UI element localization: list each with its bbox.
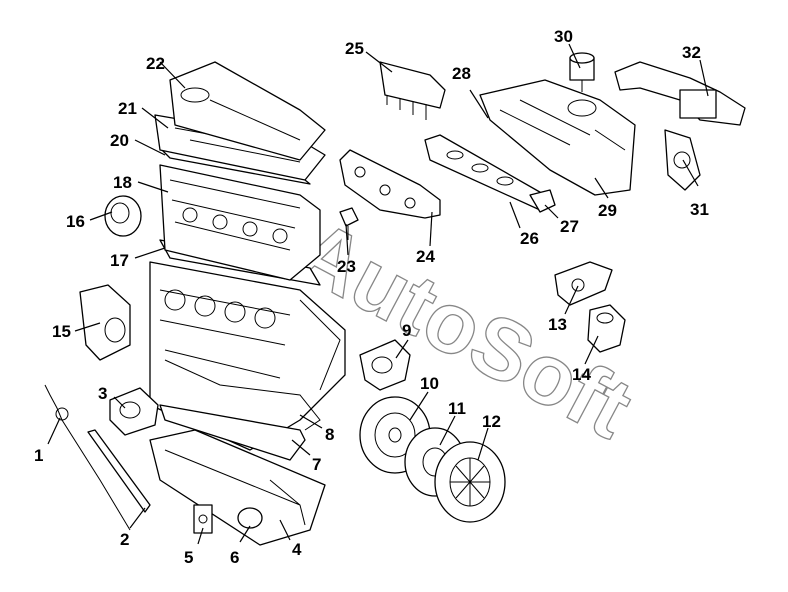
idle-valve-part-30 (569, 52, 595, 92)
air-intake-hose (614, 61, 746, 126)
callout-12: 12 (482, 412, 501, 431)
oil-pan (149, 429, 326, 546)
engine-mount-bracket-13 (554, 261, 613, 306)
callout-7: 7 (312, 455, 321, 474)
callout-28: 28 (452, 64, 471, 83)
callout-31: 31 (690, 200, 709, 219)
oil-pan-gasket (159, 404, 306, 461)
callout-22: 22 (146, 54, 165, 73)
callout-13: 13 (548, 315, 567, 334)
callout-18: 18 (113, 173, 132, 192)
callout-15: 15 (52, 322, 71, 341)
callout-3: 3 (98, 384, 107, 403)
callout-14: 14 (572, 365, 591, 384)
exhaust-manifold (339, 149, 441, 219)
callout-23: 23 (337, 257, 356, 276)
callout-27: 27 (560, 217, 579, 236)
callout-1: 1 (34, 446, 43, 465)
callout-26: 26 (520, 229, 539, 248)
callout-4: 4 (292, 540, 302, 559)
mounting-bracket-15 (79, 284, 131, 361)
callout-16: 16 (66, 212, 85, 231)
callout-17: 17 (110, 251, 129, 270)
leader-lines (47, 43, 709, 545)
callout-9: 9 (402, 321, 411, 340)
ignition-coil (379, 61, 446, 120)
callout-32: 32 (682, 43, 701, 62)
cylinder-head (159, 164, 321, 281)
callout-30: 30 (554, 27, 573, 46)
callout-11: 11 (448, 399, 466, 418)
drain-plug (237, 507, 263, 529)
callout-10: 10 (420, 374, 439, 393)
callout-21: 21 (118, 99, 137, 118)
callout-labels: 1 2 3 4 5 6 7 8 9 10 11 12 13 14 15 16 1… (34, 27, 709, 567)
engine-mount-14 (587, 304, 626, 353)
callout-20: 20 (110, 131, 129, 150)
pressure-plate (434, 441, 506, 523)
callout-2: 2 (120, 530, 129, 549)
water-pump (359, 339, 411, 391)
engine-top-cover (169, 61, 326, 161)
oil-dipstick (44, 384, 131, 531)
thermostat-housing (104, 195, 142, 237)
flange-part-27 (529, 189, 556, 213)
callout-24: 24 (416, 247, 435, 266)
plate-part-5 (193, 504, 213, 534)
oil-filter (109, 387, 159, 436)
dipstick-tube (87, 429, 151, 513)
sensor-part-23 (339, 207, 359, 240)
callout-8: 8 (325, 425, 334, 444)
intake-manifold (479, 79, 636, 196)
callout-5: 5 (184, 548, 193, 567)
callout-6: 6 (230, 548, 239, 567)
callout-25: 25 (345, 39, 364, 58)
callout-29: 29 (598, 201, 617, 220)
